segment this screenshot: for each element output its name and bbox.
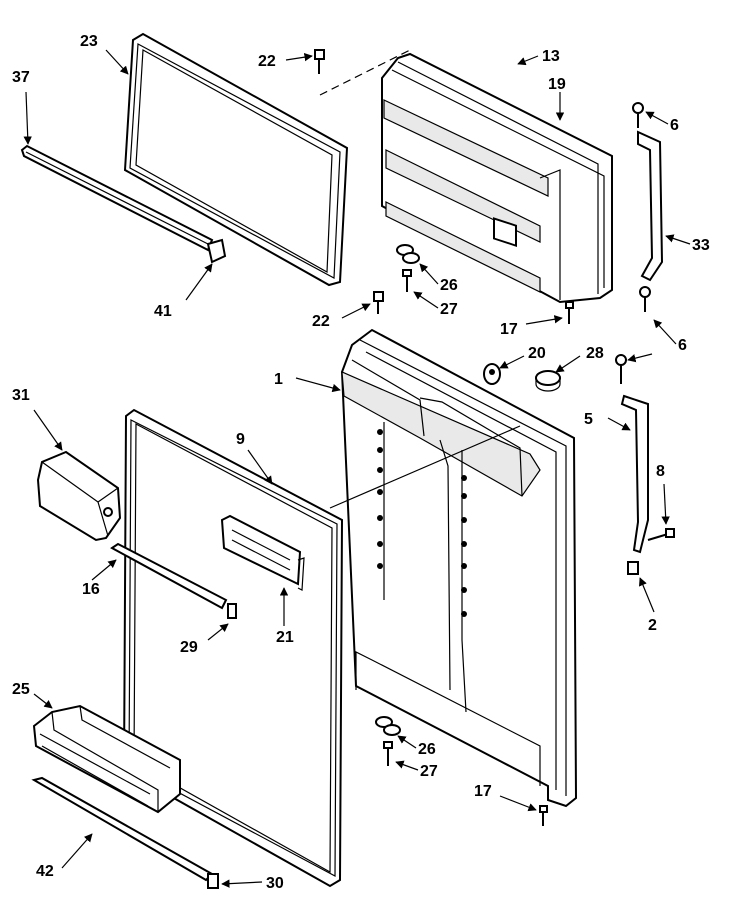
- washer-26-lower: [375, 716, 401, 736]
- label-16: 16: [82, 581, 100, 598]
- label-6-lower: 6: [678, 337, 687, 354]
- hinge-dash-line: [319, 49, 411, 96]
- freezer-door-gasket: [123, 32, 349, 287]
- label-26-upper: 26: [440, 277, 458, 294]
- label-6-top: 6: [670, 117, 679, 134]
- label-23: 23: [80, 33, 98, 50]
- hinge-pin-2: [627, 561, 639, 575]
- hinge-screw-middle: [615, 354, 627, 384]
- label-22-mid: 22: [312, 313, 330, 330]
- shelf-front-21: [220, 514, 305, 591]
- door-bin: [32, 704, 181, 814]
- leader-lines: [23, 49, 691, 888]
- fresh-food-door-liner: [340, 328, 578, 808]
- hinge-screw-lower: [639, 286, 651, 312]
- label-5: 5: [584, 411, 593, 428]
- label-20: 20: [528, 345, 546, 362]
- trim-end-cap-30: [207, 873, 219, 889]
- label-31: 31: [12, 387, 30, 404]
- trim-end-cap: [206, 238, 227, 264]
- label-13: 13: [542, 48, 560, 65]
- label-33: 33: [692, 237, 710, 254]
- label-17-lower: 17: [474, 783, 492, 800]
- label-17-upper: 17: [500, 321, 518, 338]
- label-25: 25: [12, 681, 30, 698]
- screw-27-lower: [383, 741, 393, 766]
- fresh-food-door-gasket: [122, 408, 344, 888]
- label-plate: [493, 217, 517, 247]
- screw-17-lower: [539, 805, 548, 826]
- dairy-compartment-door: [36, 450, 122, 542]
- screw-22-top: [314, 49, 325, 74]
- label-21: 21: [276, 629, 294, 646]
- liner-shelf-holes: [377, 429, 467, 617]
- screw-17-upper: [565, 301, 574, 324]
- label-28: 28: [586, 345, 604, 362]
- middle-hinge: [620, 394, 649, 554]
- cap-28: [535, 370, 561, 392]
- label-8: 8: [656, 463, 665, 480]
- label-27-upper: 27: [440, 301, 458, 318]
- label-42: 42: [36, 863, 54, 880]
- label-1: 1: [274, 371, 283, 388]
- label-27-lower: 27: [420, 763, 438, 780]
- screw-22-mid: [373, 291, 384, 314]
- label-22-top: 22: [258, 53, 276, 70]
- top-hinge: [637, 130, 664, 282]
- screw-8: [647, 528, 675, 541]
- freezer-door-liner: [381, 52, 613, 304]
- label-26-lower: 26: [418, 741, 436, 758]
- hinge-screw-top: [632, 102, 644, 128]
- label-19: 19: [548, 76, 566, 93]
- dairy-trim-strip: [110, 542, 228, 610]
- label-9: 9: [236, 431, 245, 448]
- label-41: 41: [154, 303, 172, 320]
- washer-26-upper: [396, 244, 420, 264]
- screw-27-upper: [402, 269, 412, 292]
- label-2: 2: [648, 617, 657, 634]
- label-29: 29: [180, 639, 198, 656]
- label-30: 30: [266, 875, 284, 892]
- trim-end-cap-29: [227, 603, 237, 619]
- plug-20: [483, 363, 501, 385]
- label-37: 37: [12, 69, 30, 86]
